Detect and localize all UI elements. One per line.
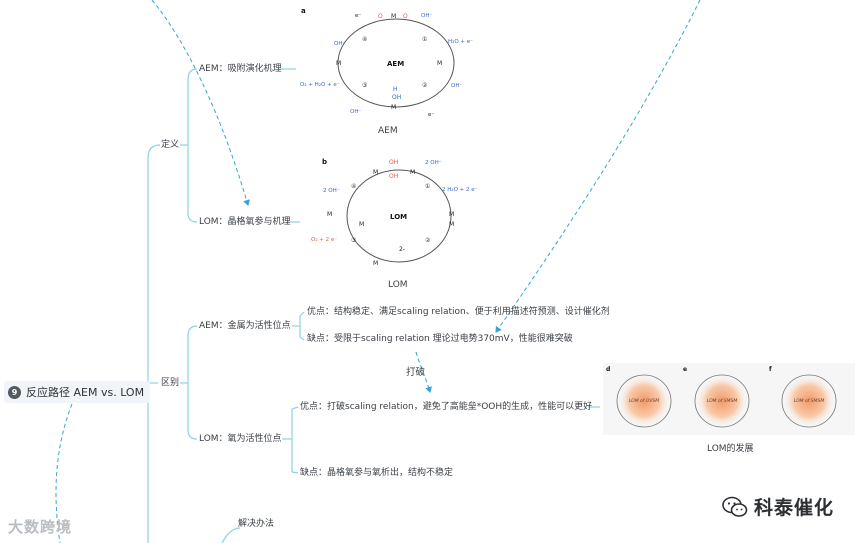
branch-difference[interactable]: 区别 [161, 378, 180, 388]
definition-lom[interactable]: LOM：晶格氧参与机理 [199, 217, 291, 227]
svg-text:e: e [683, 366, 687, 373]
svg-text:H₂O + e⁻: H₂O + e⁻ [448, 39, 473, 45]
svg-text:2 H₂O + 2 e⁻: 2 H₂O + 2 e⁻ [442, 187, 478, 193]
lom-development-caption: LOM的发展 [707, 444, 754, 454]
svg-text:f: f [769, 366, 772, 373]
wechat-icon [722, 496, 748, 517]
svg-text:M: M [336, 60, 341, 67]
difference-lom[interactable]: LOM：氧为活性位点 [199, 434, 282, 444]
svg-text:M: M [359, 221, 364, 228]
svg-text:O: O [378, 13, 383, 20]
svg-text:OH: OH [389, 173, 398, 180]
svg-text:OH⁻: OH⁻ [421, 13, 432, 19]
lom-dev-panel-e: e LOM of SMSM [683, 366, 750, 428]
svg-text:OH⁻: OH⁻ [334, 41, 345, 47]
svg-text:O₂ + H₂O + e⁻: O₂ + H₂O + e⁻ [300, 82, 340, 88]
svg-text:M: M [373, 260, 378, 267]
svg-text:④: ④ [351, 183, 356, 190]
difference-lom-con[interactable]: 缺点：晶格氧参与氧析出，结构不稳定 [300, 468, 454, 478]
watermark-right: 科泰催化 [722, 493, 834, 520]
svg-text:M: M [327, 211, 332, 218]
watermark-right-text: 科泰催化 [754, 497, 835, 519]
watermark-left: 大数跨境 [8, 518, 73, 536]
svg-text:②: ② [422, 82, 428, 89]
svg-text:H: H [393, 86, 398, 93]
svg-text:OH: OH [392, 94, 401, 101]
branch-solution[interactable]: 解决办法 [238, 519, 275, 529]
svg-text:②: ② [425, 237, 431, 244]
lom-center-label: LOM [390, 213, 407, 221]
svg-text:M: M [391, 104, 396, 111]
svg-text:2-: 2- [399, 246, 405, 253]
lom-figure-caption: LOM [388, 280, 408, 290]
difference-lom-pro[interactable]: 优点：打破scaling relation，避免了高能垒*OOH的生成，性能可以… [300, 402, 593, 412]
svg-text:①: ① [425, 183, 430, 190]
difference-aem-pro[interactable]: 优点：结构稳定、满足scaling relation、便于利用描述符预测、设计催… [307, 307, 610, 317]
svg-text:M: M [437, 60, 442, 67]
root-node[interactable]: 9 反应路径 AEM vs. LOM [4, 381, 151, 403]
lom-panel-letter: b [322, 158, 327, 166]
svg-text:M: M [449, 211, 454, 218]
svg-text:M: M [373, 169, 378, 176]
aem-panel-letter: a [301, 7, 306, 15]
svg-text:LOM of SMSM: LOM of SMSM [707, 398, 738, 404]
svg-text:M: M [410, 169, 415, 176]
svg-text:2 OH⁻: 2 OH⁻ [323, 188, 340, 194]
lom-dev-panel-f: f LOM of SMSM [769, 366, 837, 428]
aem-mechanism-figure[interactable]: a M M M M O O H OH e⁻ OH⁻ OH⁻ H₂O + e⁻ O… [298, 3, 478, 120]
difference-aem[interactable]: AEM：金属为活性位点 [199, 321, 291, 331]
aem-figure-caption: AEM [378, 126, 398, 136]
svg-text:OH: OH [389, 159, 398, 166]
svg-text:O: O [403, 13, 408, 20]
lom-dev-panel-d: d LOM of OVSM [606, 366, 672, 428]
root-number-badge: 9 [8, 385, 21, 399]
svg-text:③: ③ [362, 82, 367, 89]
lom-mechanism-figure[interactable]: b M M M M M M M OH OH 2- 2 OH⁻ 2 OH⁻ 2 H… [309, 154, 486, 274]
svg-text:OH⁻: OH⁻ [350, 109, 361, 115]
branch-definition[interactable]: 定义 [161, 140, 180, 150]
root-label: 反应路径 AEM vs. LOM [26, 386, 145, 399]
svg-text:①: ① [422, 36, 427, 43]
svg-text:2 OH⁻: 2 OH⁻ [425, 160, 442, 166]
svg-text:③: ③ [351, 237, 356, 244]
svg-text:M: M [391, 13, 396, 20]
svg-text:O₂ + 2 e⁻: O₂ + 2 e⁻ [311, 237, 337, 243]
lom-development-figure[interactable]: d LOM of OVSM e LOM of SMSM f LOM of SMS… [603, 363, 855, 435]
svg-text:M: M [449, 221, 454, 228]
svg-text:LOM of SMSM: LOM of SMSM [794, 398, 825, 404]
difference-aem-con[interactable]: 缺点：受限于scaling relation 理论过电势370mV，性能很难突破 [307, 334, 573, 344]
svg-text:④: ④ [362, 36, 367, 43]
svg-text:e⁻: e⁻ [355, 13, 361, 19]
definition-aem[interactable]: AEM：吸附演化机理 [199, 64, 282, 74]
break-label: 打破 [406, 367, 426, 378]
aem-center-label: AEM [387, 60, 404, 68]
svg-text:LOM of OVSM: LOM of OVSM [629, 398, 659, 404]
svg-text:OH⁻: OH⁻ [451, 83, 462, 89]
svg-text:e⁻: e⁻ [428, 112, 434, 118]
svg-text:d: d [606, 366, 610, 373]
